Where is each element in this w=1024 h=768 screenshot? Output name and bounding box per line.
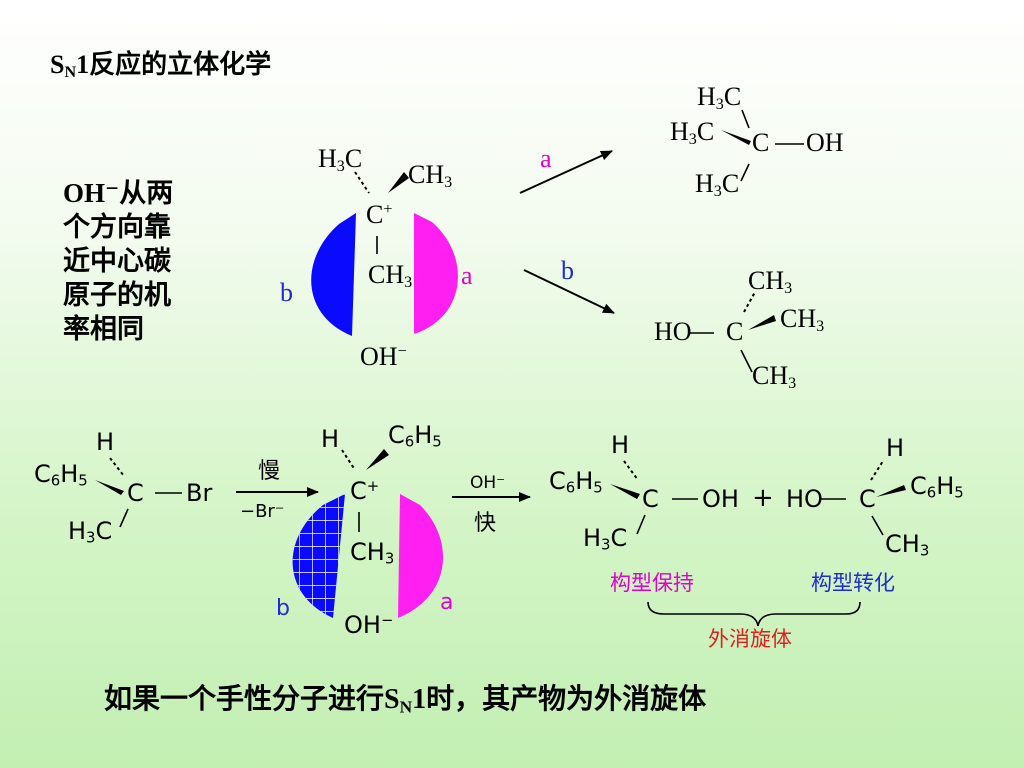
racemate-brace: [647, 601, 861, 627]
product-a-bond-upper: [741, 109, 750, 129]
arrow-path-b: [523, 269, 615, 314]
explanation-text: OH⁻从两 个方向靠 近中心碳 原子的机 率相同: [63, 176, 173, 346]
step1-label-slow: 慢: [258, 458, 281, 483]
inversion-ch3: CH3: [885, 530, 930, 560]
reactant-wedge: [95, 480, 124, 495]
reactant-bond-lower: [119, 508, 129, 528]
inversion-bond-lower: [871, 515, 884, 536]
label-retention: 构型保持: [610, 571, 694, 595]
retention-oh: OH: [702, 485, 739, 513]
retention-h3c: H3C: [583, 524, 628, 554]
bottom-label-b: b: [276, 596, 290, 621]
reactant-h: H: [96, 428, 115, 456]
inversion-carbon: C: [859, 485, 876, 513]
inversion-bond-dashed: [870, 460, 884, 481]
explanation-line: OH⁻从两: [63, 178, 174, 208]
top-attack-lobe-b: [311, 213, 356, 336]
top-cation-oh: OH−: [360, 342, 407, 371]
retention-c6h5: C6H5: [549, 467, 603, 497]
retention-bond-lower: [636, 514, 646, 535]
product-b-bond-dashed: [743, 291, 756, 313]
product-a-wedge: [721, 130, 751, 145]
step2-label-oh: OH⁻: [470, 473, 506, 493]
product-b-ch3-top: CH3: [748, 266, 793, 298]
bottom-cation-oh: OH−: [344, 611, 394, 640]
bottom-cation-bond-dashed: [341, 449, 356, 471]
retention-wedge: [610, 484, 640, 499]
top-cation-h3c: H3C: [318, 144, 363, 176]
bottom-attack-lobe-a: [398, 494, 444, 618]
explanation-line: 率相同: [63, 314, 144, 345]
product-b-ch3-bottom: CH3: [752, 361, 797, 393]
plus-sign: +: [752, 483, 774, 513]
page-title: SN1反应的立体化学: [50, 50, 272, 82]
inversion-c6h5: C6H5: [910, 472, 964, 502]
bottom-cation-ch3: CH3: [350, 538, 395, 568]
top-cation-ch3-bottom: CH3: [368, 260, 413, 292]
reactant-br: Br: [186, 479, 213, 507]
inversion-wedge: [876, 485, 906, 497]
product-b-wedge: [748, 315, 776, 330]
arrow-path-a: [519, 150, 613, 194]
product-a-h3c-mid: H3C: [670, 117, 715, 149]
step2-label-fast: 快: [474, 510, 497, 535]
explanation-line: 个方向靠: [63, 212, 171, 243]
arrow-label-a: a: [540, 144, 552, 173]
reactant-bond-dashed: [109, 457, 125, 477]
top-label-b: b: [280, 278, 293, 307]
reactant-h3c: H3C: [68, 517, 113, 547]
bottom-cation-carbon: C+: [350, 477, 380, 506]
top-cation-ch3-right: CH3: [408, 160, 453, 192]
top-cation-carbon: C+: [366, 200, 393, 229]
explanation-line: 近中心碳: [63, 246, 171, 277]
reactant-c6h5: C6H5: [34, 460, 88, 490]
arrow-label-b: b: [561, 256, 574, 285]
bottom-cation-c6h5: C6H5: [388, 421, 442, 451]
product-b-carbon: C: [726, 317, 744, 346]
top-attack-lobe-a: [414, 213, 458, 334]
product-b-ch3-right: CH3: [780, 304, 825, 336]
product-b-bond-lower: [740, 349, 753, 373]
explanation-line: 原子的机: [63, 280, 171, 311]
product-a-h3c-top: H3C: [697, 82, 742, 114]
product-a-carbon: C: [752, 128, 770, 157]
retention-h: H: [611, 431, 630, 459]
product-a-h3c-bottom: H3C: [695, 169, 740, 201]
product-a-bond-lower: [740, 163, 750, 182]
conclusion-text: 如果一个手性分子进行SN1时，其产物为外消旋体: [104, 684, 707, 717]
retention-carbon: C: [642, 485, 659, 513]
inversion-h: H: [886, 434, 905, 462]
bottom-cation-h: H: [321, 425, 340, 453]
top-bond-wedge: [388, 172, 409, 193]
bottom-label-a: a: [440, 590, 454, 615]
product-b-ho: HO: [654, 317, 692, 346]
label-inversion: 构型转化: [811, 571, 895, 595]
top-bond-dashed: [354, 171, 370, 194]
product-a-oh: OH: [806, 128, 844, 157]
top-label-a: a: [461, 261, 473, 290]
reactant-carbon: C: [127, 479, 144, 507]
bottom-cation-wedge: [366, 449, 389, 470]
label-racemate: 外消旋体: [708, 627, 792, 651]
retention-bond-dashed: [623, 460, 639, 481]
step1-label-minus-br: −Br⁻: [240, 501, 285, 522]
inversion-ho: HO: [786, 485, 823, 513]
bottom-attack-lobe-b-grid: [292, 494, 345, 618]
